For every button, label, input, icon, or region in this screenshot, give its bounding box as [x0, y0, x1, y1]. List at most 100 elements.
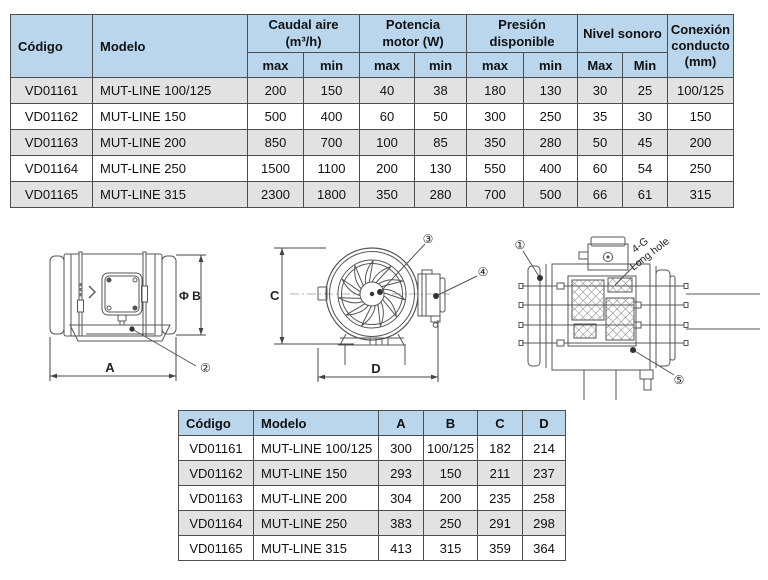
cell-modelo: MUT-LINE 315 [253, 535, 379, 561]
cell: 180 [466, 77, 524, 104]
col-header-modelo: Modelo [253, 410, 379, 436]
cell-modelo: MUT-LINE 200 [92, 129, 248, 156]
cell: 100 [359, 129, 415, 156]
caudal-line1: Caudal aire [268, 17, 339, 33]
rear-view-drawing: 4-G Long hole ① ⑤ [515, 235, 760, 400]
cell: 500 [247, 103, 304, 130]
cell: 45 [622, 129, 668, 156]
duct-collar-right [655, 269, 671, 367]
grille-panel [605, 297, 635, 341]
col-header-codigo: Código [178, 410, 254, 436]
col-header-c: C [477, 410, 523, 436]
cell: 38 [414, 77, 467, 104]
cell: 250 [667, 155, 734, 182]
cell-modelo: MUT-LINE 315 [92, 181, 248, 208]
cell: 211 [477, 460, 523, 486]
impeller [338, 260, 406, 327]
callout-dot [630, 347, 636, 353]
cell: 54 [622, 155, 668, 182]
spec-table: Código Modelo Caudal aire (m³/h) Potenci… [10, 14, 734, 208]
cell: 237 [522, 460, 566, 486]
table-row: VD01163 MUT-LINE 200 850 700 100 85 350 … [10, 129, 734, 156]
cell: 350 [466, 129, 524, 156]
side-view-drawing: A Φ B ② [49, 251, 211, 381]
cell: 315 [423, 535, 478, 561]
potencia-line2: motor (W) [382, 33, 444, 49]
cell: 700 [466, 181, 524, 208]
col-header-codigo: Código [10, 14, 93, 78]
cell: 40 [359, 77, 415, 104]
cell: 150 [423, 460, 478, 486]
cell-codigo: VD01164 [10, 155, 93, 182]
col-header-conexion: Conexión conducto (mm) [667, 14, 734, 78]
duct-collar-left [49, 255, 65, 335]
strap-buckle [77, 299, 84, 313]
cell: 25 [622, 77, 668, 104]
cell: 214 [522, 435, 566, 461]
mounting-plate [567, 275, 637, 347]
cell: 550 [466, 155, 524, 182]
caudal-line2: (m³/h) [285, 33, 322, 49]
cell: 30 [622, 103, 668, 130]
callout-5-label: ⑤ [674, 373, 685, 387]
sub-header-min: Min [622, 52, 668, 78]
airflow-arrow-icon [88, 285, 96, 299]
dim-b-label: Φ B [179, 289, 201, 303]
cell: 400 [303, 103, 360, 130]
dimension-a [49, 337, 177, 381]
cell: 130 [414, 155, 467, 182]
col-header-nivel: Nivel sonoro [577, 14, 668, 53]
sub-header-max: max [466, 52, 524, 78]
grille-panel [571, 279, 605, 321]
table-row: VD01162 MUT-LINE 150 500 400 60 50 300 2… [10, 103, 734, 130]
callout-dot [377, 289, 383, 295]
cell: 60 [359, 103, 415, 130]
cell: 30 [577, 77, 623, 104]
duct-collar-right [161, 255, 177, 335]
cell: 250 [423, 510, 478, 536]
dimension-c [274, 247, 354, 345]
cell: 200 [247, 77, 304, 104]
cell-modelo: MUT-LINE 100/125 [92, 77, 248, 104]
cell: 100/125 [423, 435, 478, 461]
cell-codigo: VD01165 [10, 181, 93, 208]
conexion-line1: Conexión [670, 21, 731, 37]
col-header-presion: Presión disponible [466, 14, 578, 53]
cell: 60 [577, 155, 623, 182]
cell: 2300 [247, 181, 304, 208]
grille-panel [573, 323, 597, 339]
cell: 383 [378, 510, 424, 536]
cell: 66 [577, 181, 623, 208]
cell: 500 [523, 181, 578, 208]
cell: 250 [523, 103, 578, 130]
cell-codigo: VD01164 [178, 510, 254, 536]
cell-modelo: MUT-LINE 200 [253, 485, 379, 511]
table-row: VD01163 MUT-LINE 200 304 200 235 258 [178, 485, 566, 511]
sub-header-max: max [247, 52, 304, 78]
cell: 130 [523, 77, 578, 104]
cell: 700 [303, 129, 360, 156]
cell-modelo: MUT-LINE 150 [253, 460, 379, 486]
dimension-b [176, 254, 206, 336]
cell: 280 [523, 129, 578, 156]
cell-modelo: MUT-LINE 150 [92, 103, 248, 130]
cell: 150 [303, 77, 360, 104]
sub-header-max: max [359, 52, 415, 78]
cell: 850 [247, 129, 304, 156]
cell: 364 [522, 535, 566, 561]
duct-collar-left [527, 265, 541, 367]
cell: 315 [667, 181, 734, 208]
cell-codigo: VD01163 [10, 129, 93, 156]
cell: 258 [522, 485, 566, 511]
gland-icon [603, 252, 613, 262]
cell-modelo: MUT-LINE 100/125 [253, 435, 379, 461]
cell-codigo: VD01161 [10, 77, 93, 104]
cell: 280 [414, 181, 467, 208]
cell: 85 [414, 129, 467, 156]
cell-codigo: VD01165 [178, 535, 254, 561]
table-row: VD01161 MUT-LINE 100/125 300 100/125 182… [178, 435, 566, 461]
side-clip [317, 286, 328, 301]
callout-1-label: ① [515, 238, 526, 252]
sub-header-max: Max [577, 52, 623, 78]
